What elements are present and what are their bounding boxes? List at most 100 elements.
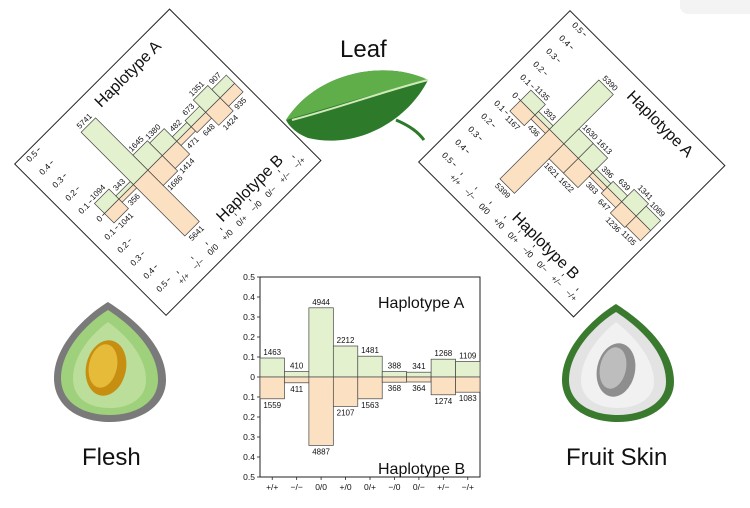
leaf-xtick-mark	[234, 213, 238, 216]
flesh-bar-hapA	[406, 371, 432, 378]
fruit-skin-ytick-mark	[466, 150, 469, 153]
avocado-flesh-icon	[54, 302, 166, 422]
flesh-value-label-hapB: 368	[388, 384, 402, 393]
fruit-skin-xtick-mark	[575, 288, 579, 291]
fruit-skin-xtick-mark	[532, 244, 536, 248]
leaf-xtick-mark	[205, 242, 209, 245]
leaf-ytick-mark	[154, 265, 157, 268]
flesh-value-label-hapB: 4887	[312, 447, 330, 456]
leaf-ytick-label: 0.2	[63, 187, 79, 203]
flesh-value-label-hapA: 4944	[312, 298, 330, 307]
leaf-xtick-mark	[219, 227, 223, 231]
fruit-skin-ytick-mark	[583, 33, 586, 36]
leaf-ytick-label: 0.4	[37, 161, 53, 177]
flesh-ytick-label: 0.3	[243, 432, 255, 442]
fruit-skin-ytick-mark	[492, 124, 495, 127]
fruit-skin-ytick-mark	[531, 85, 534, 88]
flesh-category-label: −/+	[462, 482, 474, 492]
flesh-bar-hapA	[284, 371, 310, 378]
flesh-value-label-hapA: 341	[412, 362, 426, 371]
flesh-bar-hapB	[332, 376, 359, 407]
flesh-bar-hapA	[455, 361, 481, 378]
fruit-skin-xtick-mark	[460, 172, 463, 176]
leaf-bar-hapB	[104, 198, 129, 224]
leaf-ytick-mark	[102, 213, 105, 216]
leaf-bar-hapB	[132, 169, 200, 237]
leaf-ytick-label: 0.1	[102, 226, 118, 242]
flesh-category-label: +/0	[340, 482, 352, 492]
flesh-haplotype-b-label: Haplotype B	[378, 461, 466, 478]
flesh-bar-hapA	[259, 357, 285, 378]
flesh-value-label-hapA: 2212	[337, 336, 355, 345]
fruit-skin-category-label: 0/−	[535, 259, 551, 275]
window-corner	[680, 0, 750, 14]
flesh-category-label: 0/+	[364, 482, 376, 492]
fruit-skin-ytick-mark	[505, 111, 508, 114]
fruit-skin-bar-hapB	[499, 128, 565, 194]
leaf-bar-hapB	[219, 82, 244, 107]
leaf-ytick-mark	[89, 200, 92, 203]
fruit-skin-xtick-mark	[489, 201, 492, 205]
fruit-skin-xtick-mark	[518, 230, 521, 234]
flesh-value-label-hapB: 1563	[361, 401, 379, 410]
flesh-value-label-hapB: 364	[412, 384, 426, 393]
fruit-skin-ytick-label: 0.5	[570, 20, 586, 36]
leaf-ytick-mark	[115, 226, 118, 229]
fruit-skin-ytick-label: 0.1	[492, 98, 508, 114]
flesh-bar-hapB	[357, 376, 383, 400]
leaf-ytick-label: 0.3	[128, 252, 144, 268]
leaf-ytick-mark	[141, 252, 144, 255]
fruit-skin-category-label: 0/+	[506, 230, 522, 246]
fruit-skin-category-label: +/0	[491, 215, 507, 231]
flesh-ytick-label: 0.1	[243, 352, 255, 362]
leaf-ytick-mark	[63, 174, 66, 177]
leaf-xtick-mark	[176, 271, 180, 274]
fruit-skin-ytick-label: 0.5	[440, 150, 456, 166]
fruit-skin-xtick-mark	[474, 186, 478, 190]
fruit-skin-ytick-mark	[518, 98, 521, 101]
flesh-category-label: +/−	[437, 482, 449, 492]
flesh-ytick-label: 0.3	[243, 312, 255, 322]
leaf-ytick-label: 0.3	[50, 174, 66, 190]
leaf-xtick-mark	[277, 169, 281, 173]
flesh-ytick-label: 0.5	[243, 472, 255, 482]
fruit-skin-chart-svg: 0.50.40.30.20.100.10.20.30.40.511351167+…	[440, 20, 667, 303]
flesh-bar-hapA	[308, 307, 334, 378]
fruit-skin-category-label: +/−	[549, 273, 565, 289]
flesh-bar-hapB	[406, 376, 432, 383]
fruit-skin-bar-hapB	[509, 100, 536, 127]
flesh-value-label-hapB: 1559	[263, 401, 281, 410]
leaf-ytick-mark	[50, 161, 53, 164]
fruit-skin-bar-hapB	[563, 157, 594, 189]
fruit-skin-ytick-label: 0.2	[479, 111, 495, 127]
avocado-fruit-skin-icon	[562, 304, 674, 422]
leaf-xtick-mark	[292, 155, 295, 159]
leaf-xtick-mark	[190, 256, 194, 260]
fruit-skin-ytick-mark	[544, 72, 547, 75]
fruit-skin-ytick-label: 0.4	[557, 33, 573, 49]
fruit-skin-category-label: +/+	[448, 172, 464, 188]
flesh-bar-hapA	[430, 358, 456, 378]
fruit-skin-category-label: −/−	[462, 186, 478, 202]
fruit-skin-ytick-mark	[453, 163, 456, 166]
leaf-ytick-label: 0.5	[24, 148, 40, 164]
flesh-bar-hapB	[430, 376, 456, 396]
flesh-category-label: 0/0	[315, 482, 327, 492]
flesh-bar-hapA	[357, 355, 383, 378]
flesh-value-label-hapA: 410	[290, 362, 304, 371]
fruit-skin-ytick-label: 0.4	[453, 137, 469, 153]
leaf-ytick-mark	[128, 239, 131, 242]
flesh-ytick-label: 0.1	[243, 392, 255, 402]
flesh-value-label-hapA: 1481	[361, 346, 379, 355]
fruit-skin-ytick-label: 0.2	[531, 59, 547, 75]
flesh-bar-hapB	[259, 376, 285, 400]
flesh-category-label: +/+	[266, 482, 278, 492]
flesh-bar-hapB	[455, 376, 481, 393]
leaf-chart-svg: 0.50.40.30.20.100.10.20.30.40.510941041+…	[24, 70, 307, 294]
fruit-skin-ytick-label: 0.3	[466, 124, 482, 140]
flesh-ytick-label: 0.2	[243, 412, 255, 422]
flesh-value-label-hapB: 2107	[337, 408, 355, 417]
